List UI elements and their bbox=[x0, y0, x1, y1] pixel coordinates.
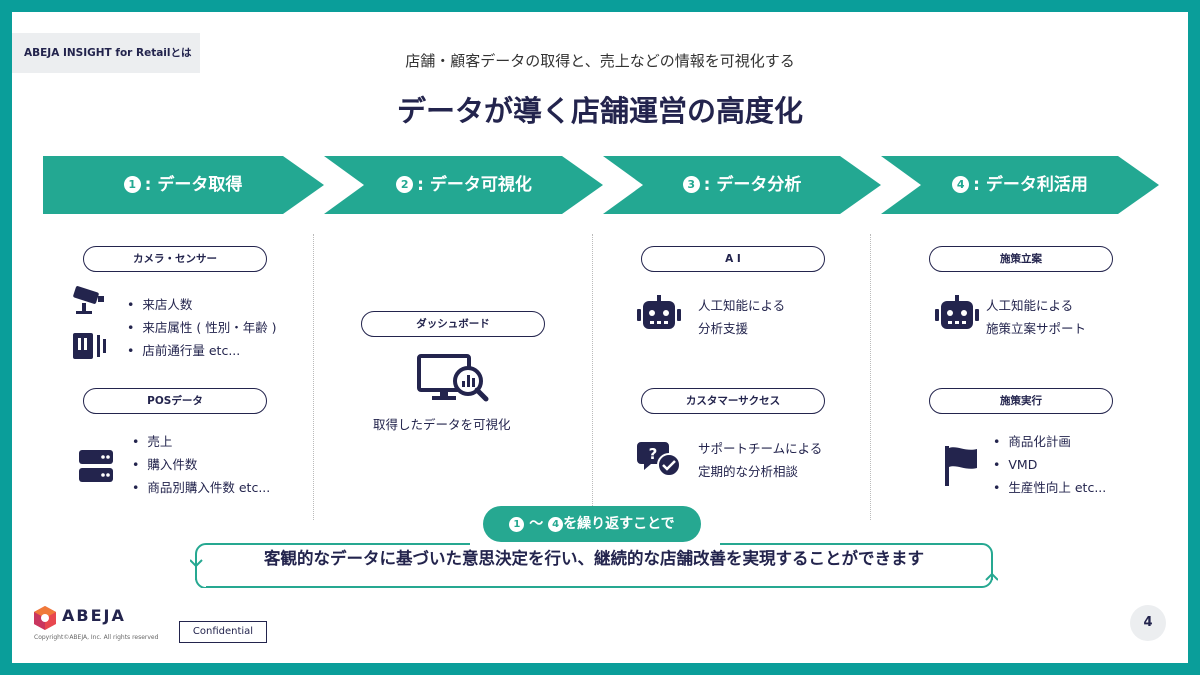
chat-support-icon: ? bbox=[637, 442, 681, 477]
step-1-label: 1: データ取得 bbox=[73, 156, 293, 214]
ai-description: 人工知能による 分析支援 bbox=[698, 298, 786, 336]
company-logo-text: ABEJA bbox=[62, 606, 126, 625]
dashboard-description: 取得したデータを可視化 bbox=[373, 417, 511, 432]
list-item: 購入件数 bbox=[132, 453, 270, 476]
customer-success-description: サポートチームによる 定期的な分析相談 bbox=[698, 441, 823, 479]
step-arrow-2 bbox=[324, 156, 603, 214]
step-arrow-1 bbox=[43, 156, 324, 214]
flag-icon bbox=[945, 446, 977, 486]
conclusion-text: 客観的なデータに基づいた意思決定を行い、継続的な店舗改善を実現することができます bbox=[264, 549, 924, 568]
step-3-number: 3 bbox=[682, 176, 700, 193]
list-item: 売上 bbox=[132, 430, 270, 453]
step-4-number: 4 bbox=[952, 176, 970, 193]
list-item: 来店属性 ( 性別・年齢 ) bbox=[127, 316, 276, 339]
abeja-logo-icon bbox=[34, 606, 56, 630]
monitor-analytics-icon bbox=[417, 354, 489, 402]
column-divider bbox=[313, 234, 314, 520]
step-arrow-3 bbox=[603, 156, 881, 214]
list-item: 商品化計画 bbox=[993, 430, 1106, 453]
pos-data-list: 売上 購入件数 商品別購入件数 etc... bbox=[132, 430, 270, 499]
copyright: Copyright©ABEJA, Inc. All rights reserve… bbox=[34, 634, 159, 641]
camera-icon bbox=[73, 286, 104, 314]
svg-text:?: ? bbox=[649, 445, 658, 463]
server-icon bbox=[79, 450, 113, 482]
section-tag: ABEJA INSIGHT for Retailとは bbox=[12, 33, 200, 73]
dashboard-pill: ダッシュボード bbox=[361, 311, 545, 337]
step-2-label: 2: データ可視化 bbox=[354, 156, 574, 214]
customer-success-pill: カスタマーサクセス bbox=[641, 388, 825, 414]
confidential-label: Confidential bbox=[179, 621, 267, 643]
list-item: 商品別購入件数 etc... bbox=[132, 476, 270, 499]
step-arrows bbox=[43, 156, 1159, 214]
robot-icon bbox=[637, 295, 681, 329]
page-number: 4 bbox=[1130, 605, 1166, 641]
step-4-label: 4: データ利活用 bbox=[910, 156, 1130, 214]
pos-data-pill: POSデータ bbox=[83, 388, 267, 414]
list-item: 来店人数 bbox=[127, 293, 277, 316]
camera-data-list: 来店人数 来店属性 ( 性別・年齢 ) 店前通行量 etc... bbox=[127, 293, 277, 362]
ai-pill: A I bbox=[641, 246, 825, 272]
sensor-icon bbox=[73, 333, 106, 359]
camera-sensor-pill: カメラ・センサー bbox=[83, 246, 267, 272]
page-title: データが導く店舗運営の高度化 bbox=[396, 94, 803, 128]
step-2-number: 2 bbox=[396, 176, 414, 193]
measure-planning-pill: 施策立案 bbox=[929, 246, 1113, 272]
step-arrow-4 bbox=[881, 156, 1159, 214]
robot-icon bbox=[935, 295, 979, 329]
column-divider bbox=[592, 234, 593, 520]
measure-execution-list: 商品化計画 VMD 生産性向上 etc... bbox=[993, 430, 1106, 499]
step-1-number: 1 bbox=[123, 176, 141, 193]
list-item: VMD bbox=[993, 453, 1106, 476]
cycle-banner-frame bbox=[190, 543, 998, 588]
step-3-label: 3: データ分析 bbox=[632, 156, 852, 214]
column-divider bbox=[870, 234, 871, 520]
list-item: 生産性向上 etc... bbox=[993, 476, 1106, 499]
slide: ABEJA INSIGHT for Retailとは 店舗・顧客データの取得と、… bbox=[12, 12, 1188, 663]
measure-planning-description: 人工知能による 施策立案サポート bbox=[986, 298, 1087, 336]
page-subtitle: 店舗・顧客データの取得と、売上などの情報を可視化する bbox=[405, 52, 795, 70]
measure-execution-pill: 施策実行 bbox=[929, 388, 1113, 414]
list-item: 店前通行量 etc... bbox=[127, 339, 277, 362]
